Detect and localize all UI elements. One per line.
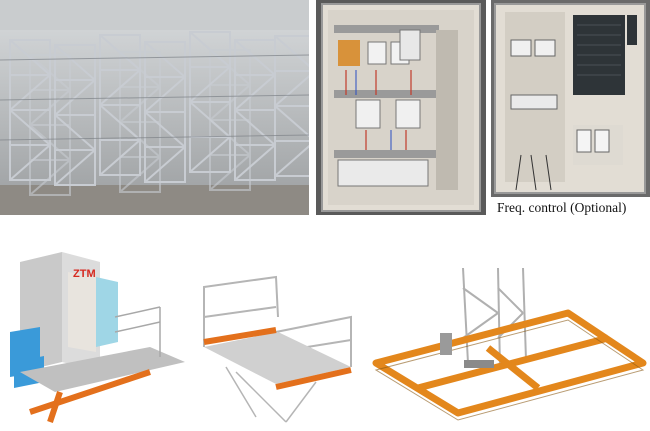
cage-logo: ZTM bbox=[73, 268, 96, 280]
freq-control-cabinet-photo bbox=[491, 0, 650, 197]
mast-sections-warehouse-photo bbox=[0, 0, 309, 215]
base-frame-illustration bbox=[368, 268, 650, 431]
control-cabinet-photo bbox=[316, 0, 486, 215]
mast-stack-illustration bbox=[0, 0, 309, 215]
freq-control-caption: Freq. control (Optional) bbox=[497, 200, 627, 215]
cage-illustration: ZTM bbox=[0, 222, 195, 431]
platform-illustration bbox=[196, 272, 362, 431]
freq-cabinet-illustration bbox=[491, 0, 650, 197]
mast-base-frame-render bbox=[368, 268, 650, 431]
landing-platform-render bbox=[196, 272, 362, 431]
cabinet-illustration bbox=[316, 0, 486, 215]
hoist-cage-render: ZTM bbox=[0, 222, 195, 431]
